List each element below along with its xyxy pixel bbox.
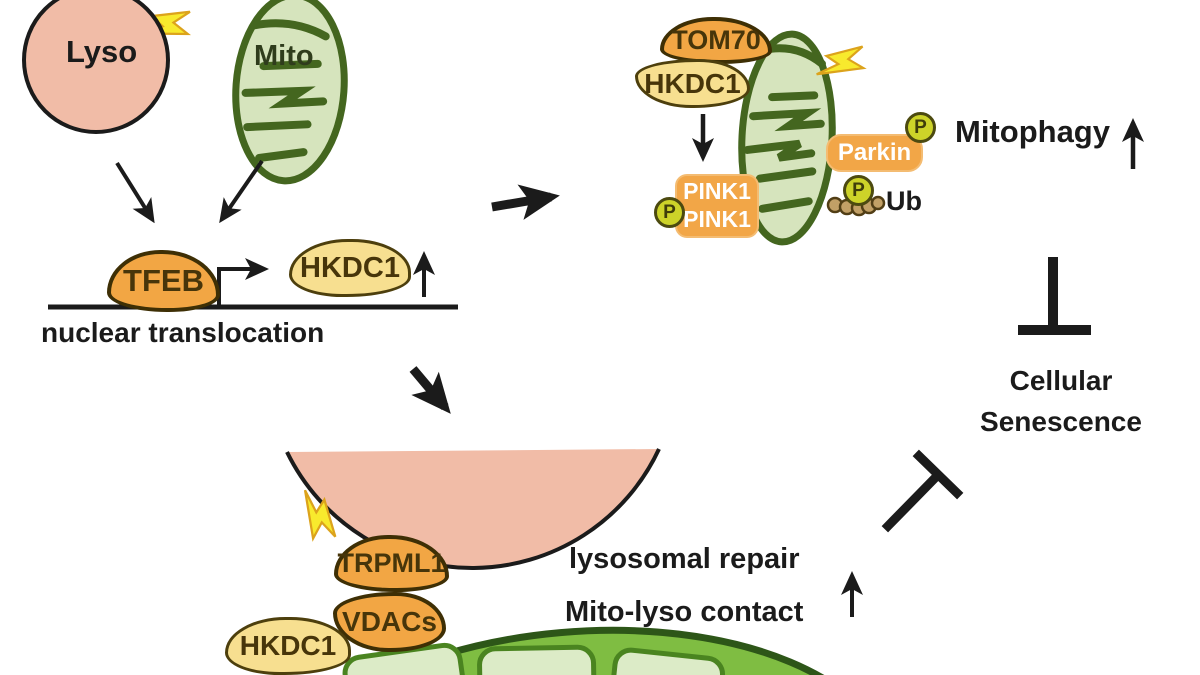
inhibition-bar-repair — [881, 449, 964, 533]
cristae-lines — [743, 44, 826, 213]
pink1-label-upper: PINK1 — [683, 178, 751, 205]
pink1-label-lower: PINK1 — [683, 206, 751, 232]
cristae-lines — [241, 19, 330, 163]
pink1-protein: PINK1 PINK1 — [675, 174, 759, 238]
phospho-badge-pink1: P — [654, 197, 685, 228]
ubiquitin-label: Ub — [886, 186, 922, 216]
arrow-lyso-to-tfeb — [115, 161, 155, 224]
nuclear-translocation-caption: nuclear translocation — [41, 317, 325, 348]
mitochondrion-top-right — [738, 30, 836, 246]
cellular-senescence-label: Cellular Senescence — [950, 360, 1172, 442]
transcription-arrow — [217, 258, 269, 305]
parkin-protein: Parkin — [826, 134, 923, 172]
mitochondrion-top-left — [232, 0, 348, 185]
cristae-compartment — [606, 647, 726, 675]
cristae-compartment — [477, 644, 597, 675]
arrow-to-mitophagy-branch — [491, 184, 560, 220]
phospho-badge-parkin: P — [905, 112, 936, 143]
inhibition-bar-mitophagy — [1018, 257, 1091, 335]
hkdc1-gene: HKDC1 — [289, 239, 411, 297]
phospho-badge-ub: P — [843, 175, 874, 206]
vdacs-protein: VDACs — [333, 592, 446, 652]
arrow-mito-to-tfeb — [219, 159, 264, 224]
mitochondrion-label: Mito — [254, 40, 314, 72]
hkdc1-protein-bottom: HKDC1 — [225, 617, 351, 675]
tom70-protein: TOM70 — [660, 17, 772, 64]
mito-lyso-contact-label: Mito-lyso contact — [565, 596, 804, 628]
mitophagy-label: Mitophagy — [955, 114, 1110, 149]
senescence-line2: Senescence — [980, 406, 1142, 437]
hkdc1-protein-mito: HKDC1 — [635, 59, 750, 108]
lysosome-top: Lyso — [22, 0, 170, 134]
lysosome-label: Lyso — [66, 34, 138, 69]
lysosomal-repair-label: lysosomal repair — [569, 543, 800, 575]
tfeb-protein: TFEB — [107, 250, 220, 312]
senescence-line1: Cellular — [1009, 365, 1113, 396]
arrow-to-contact-branch — [409, 366, 451, 414]
mitochondrion-bottom — [252, 626, 898, 675]
